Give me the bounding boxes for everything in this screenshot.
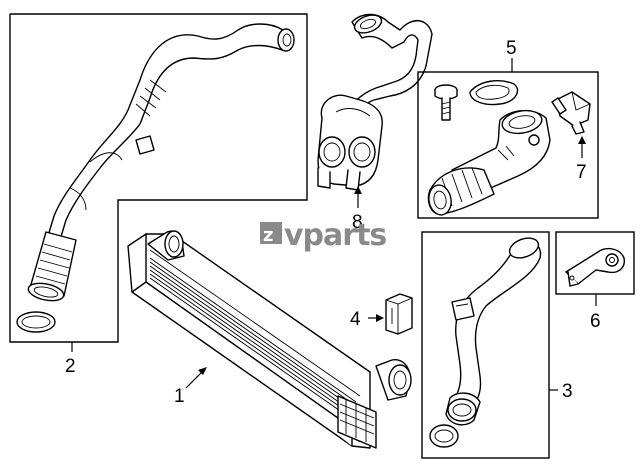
part-8-arrowhead — [354, 186, 362, 194]
callout-3: 3 — [562, 381, 573, 402]
part-8-resonator-duct — [317, 13, 433, 191]
part-5-gasket — [469, 80, 519, 106]
callout-1: 1 — [174, 386, 185, 407]
part-4-arrowhead — [376, 314, 384, 322]
callout-4: 4 — [350, 309, 361, 330]
part-6-mounting-bracket — [565, 247, 625, 287]
callout-8: 8 — [352, 212, 363, 233]
part-7-sensor — [551, 91, 591, 135]
callout-5: 5 — [506, 38, 517, 59]
part-1-intercooler — [127, 230, 412, 449]
part-6-group-frame — [555, 231, 635, 295]
callout-7: 7 — [576, 162, 587, 183]
part-3-charge-pipe — [445, 237, 542, 426]
watermark-text: vparts — [284, 218, 386, 253]
part-5-group-frame — [417, 71, 599, 219]
svg-text:z: z — [263, 225, 273, 246]
part-3-o-ring — [429, 424, 459, 448]
watermark-logo: z — [260, 222, 282, 246]
callout-6: 6 — [590, 311, 601, 332]
part-4-bracket — [385, 293, 413, 335]
part-3-group-frame — [421, 231, 550, 459]
part-5-bolt — [434, 84, 458, 121]
part-1-arrowhead — [198, 367, 207, 375]
part-2-group-frame — [9, 13, 308, 343]
part-2-o-ring — [16, 311, 56, 333]
part-2-charge-pipe — [27, 23, 295, 302]
part-7-arrowhead — [578, 136, 586, 144]
callout-2: 2 — [65, 356, 76, 377]
part-5-air-duct — [427, 109, 551, 216]
